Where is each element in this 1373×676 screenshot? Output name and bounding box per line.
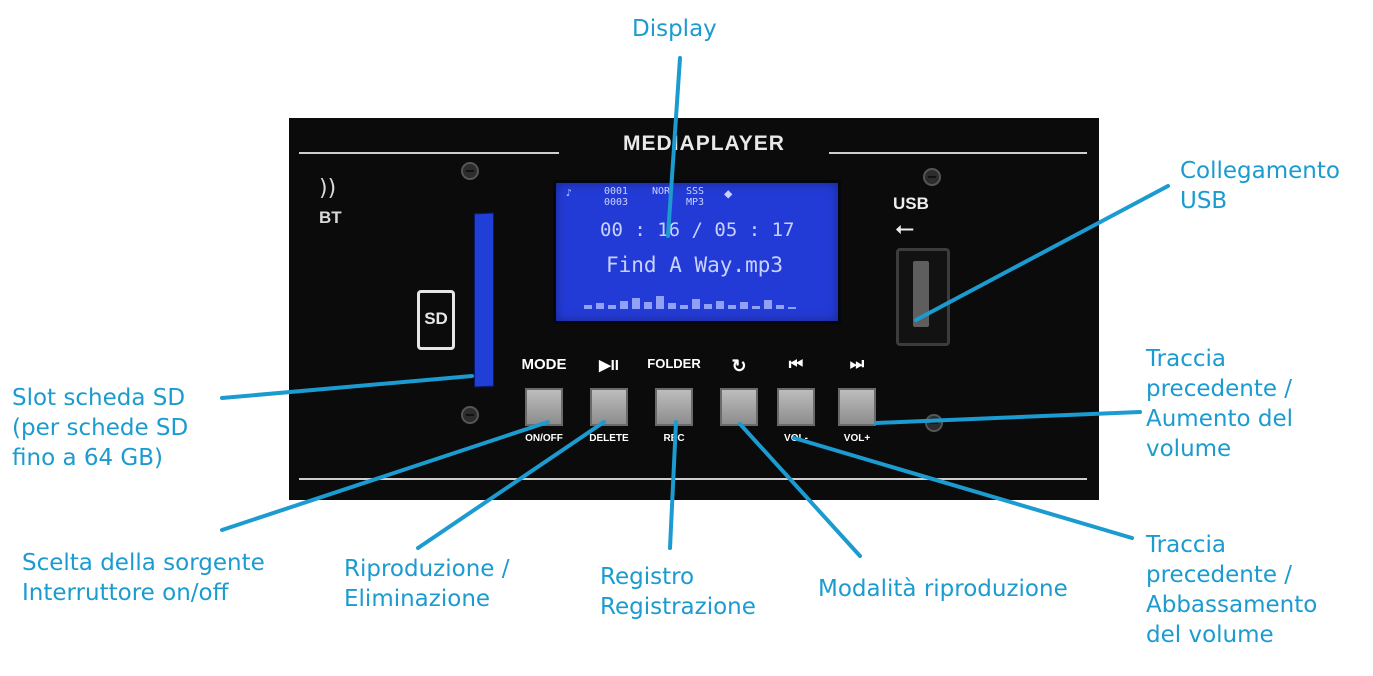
lcd-indicator: NOR [652, 186, 671, 197]
screw [923, 168, 941, 186]
leader-play [416, 420, 606, 550]
usb-label: USB [893, 194, 929, 213]
callout-repeat: Modalità riproduzione [818, 574, 1068, 604]
lcd-track-name: Find A Way.mp3 [606, 253, 784, 277]
callout-usb-line: Collegamento [1180, 158, 1340, 184]
brand-logo: MEDIAPLAYER [623, 132, 785, 155]
lcd-indicator: SSS [686, 186, 705, 197]
callout-sd-line: (per schede SD [12, 415, 189, 441]
callout-play-line: Riproduzione / [344, 556, 510, 582]
previous-track-button[interactable] [777, 388, 815, 426]
callout-mode-line: Interruttore on/off [22, 580, 229, 606]
diamond-icon: ◆ [724, 186, 733, 202]
leader-repeat [738, 422, 862, 558]
next-track-icon: ⏭ [849, 356, 865, 373]
leader-mode [220, 420, 550, 532]
panel-rule-top-left [299, 152, 559, 154]
usb-trident-icon: ⭠ [895, 214, 915, 242]
leader-prev-track [792, 436, 1134, 540]
bt-label: BT [319, 208, 342, 227]
lcd-display: ♪ 0001 0003 NOR SSS MP3 ◆ 00 : 16 / 05 :… [553, 180, 841, 324]
lcd-indicator: 0001 [604, 186, 629, 197]
sd-card-icon: SD [417, 290, 455, 350]
callout-prev-line: precedente / [1146, 562, 1293, 588]
mode-button-sublabel: ON/OFF [525, 433, 563, 444]
play-pause-button[interactable] [590, 388, 628, 426]
screw [461, 162, 479, 180]
callout-sd-line: Slot scheda SD [12, 385, 186, 411]
sd-label: SD [424, 309, 448, 328]
screw [461, 406, 479, 424]
callout-prev-line: del volume [1146, 622, 1274, 648]
folder-button-label: FOLDER [647, 356, 701, 371]
lcd-indicator: MP3 [686, 197, 705, 208]
play-pause-icon: ▶II [599, 357, 619, 374]
callout-mode: Scelta della sorgente Interruttore on/of… [22, 548, 265, 608]
equalizer-bars [584, 296, 796, 309]
leader-display [666, 56, 682, 238]
repeat-button[interactable] [720, 388, 758, 426]
leader-usb [914, 184, 1170, 322]
callout-next-line: precedente / [1146, 376, 1293, 402]
usb-port[interactable] [896, 248, 950, 346]
callout-mode-line: Scelta della sorgente [22, 550, 265, 576]
mode-button-label: MODE [521, 356, 567, 373]
media-player-panel: MEDIAPLAYER )) BT SD ♪ 0001 0003 NOR SSS… [289, 118, 1099, 500]
music-note-icon: ♪ [566, 188, 573, 199]
leader-next-track [874, 410, 1142, 425]
panel-rule-top-right [829, 152, 1087, 154]
callout-display: Display [632, 16, 717, 42]
callout-next-track: Traccia precedente / Aumento del volume [1146, 344, 1293, 464]
lcd-time: 00 : 16 / 05 : 17 [600, 219, 795, 241]
callout-next-line: Traccia [1146, 346, 1226, 372]
callout-play-line: Eliminazione [344, 586, 491, 612]
callout-prev-line: Traccia [1146, 532, 1226, 558]
bluetooth-waves-icon: )) [319, 176, 337, 201]
callout-sd-line: fino a 64 GB) [12, 445, 164, 471]
callout-folder-line: Registrazione [600, 594, 756, 620]
callout-repeat-line: Modalità riproduzione [818, 576, 1068, 602]
callout-prev-track: Traccia precedente / Abbassamento del vo… [1146, 530, 1317, 650]
panel-rule-bottom [299, 478, 1087, 480]
callout-usb: Collegamento USB [1180, 156, 1340, 216]
leader-sd-slot [220, 374, 474, 400]
next-track-button[interactable] [838, 388, 876, 426]
callout-usb-line: USB [1180, 188, 1228, 214]
callout-prev-line: Abbassamento [1146, 592, 1318, 618]
callout-next-line: volume [1146, 436, 1232, 462]
lcd-indicator: 0003 [604, 197, 629, 208]
vol-plus-sublabel: VOL+ [843, 433, 871, 444]
callout-next-line: Aumento del [1146, 406, 1293, 432]
callout-play: Riproduzione / Eliminazione [344, 554, 510, 614]
previous-track-icon: ⏮ [788, 356, 804, 373]
callout-folder: Registro Registrazione [600, 562, 756, 622]
leader-folder [668, 420, 678, 550]
repeat-icon: ↻ [731, 356, 747, 376]
callout-folder-line: Registro [600, 564, 695, 590]
play-button-sublabel: DELETE [589, 433, 629, 444]
callout-sd-slot: Slot scheda SD (per schede SD fino a 64 … [12, 383, 188, 473]
